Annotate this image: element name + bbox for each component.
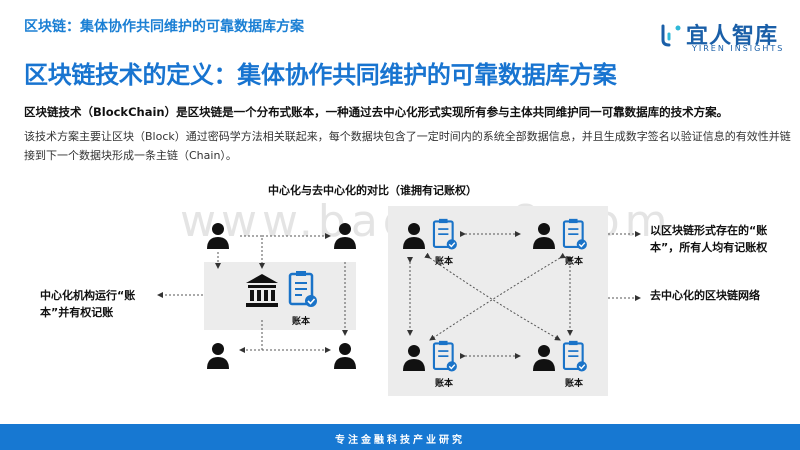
ledger-clipboard-icon bbox=[562, 218, 587, 250]
footer-bar bbox=[0, 424, 800, 450]
person-icon bbox=[334, 223, 356, 249]
footer-text: 专注金融科技产业研究 bbox=[335, 435, 465, 446]
ledger-clipboard-icon bbox=[432, 340, 457, 372]
bank-building-icon bbox=[246, 274, 278, 307]
ledger-clipboard-icon bbox=[562, 340, 587, 372]
logo-name: 宜人智库 bbox=[686, 24, 779, 49]
ledger-clipboard-icon bbox=[432, 218, 457, 250]
ledger-label: 账本 bbox=[435, 379, 454, 389]
definition-text: 区块链技术（BlockChain）是区块链是一个分布式账本，一种通过去中心化形式… bbox=[24, 105, 729, 119]
slide-subtitle: 区块链：集体协作共同维护的可靠数据库方案 bbox=[24, 19, 304, 35]
person-icon bbox=[403, 345, 425, 371]
diagram-title: 中心化与去中心化的对比（谁拥有记账权） bbox=[268, 184, 477, 197]
ledger-label: 账本 bbox=[292, 317, 311, 327]
person-icon bbox=[533, 345, 555, 371]
decentralized-network-label: 去中心化的区块链网络 bbox=[650, 289, 760, 302]
detail-text: 该技术方案主要让区块（Block）通过密码学方法相关联起来，每个数据块包含了一定… bbox=[24, 130, 791, 162]
person-icon bbox=[403, 223, 425, 249]
person-icon bbox=[334, 343, 356, 369]
person-icon bbox=[207, 223, 229, 249]
person-icon bbox=[533, 223, 555, 249]
distributed-ledger-label: 以区块链形式存在的“账本”，所有人均有记账权 bbox=[650, 224, 768, 254]
person-icon bbox=[207, 343, 229, 369]
ledger-label: 账本 bbox=[565, 257, 584, 267]
logo-tagline: YIREN INSIGHTS bbox=[692, 44, 785, 53]
ledger-label: 账本 bbox=[435, 257, 454, 267]
slide-title: 区块链技术的定义：集体协作共同维护的可靠数据库方案 bbox=[24, 61, 617, 89]
centralized-box bbox=[204, 262, 356, 330]
logo-mark-icon bbox=[661, 24, 681, 47]
ledger-clipboard-icon bbox=[288, 271, 317, 307]
ledger-label: 账本 bbox=[565, 379, 584, 389]
centralized-label: 中心化机构运行“账本”并有权记账 bbox=[40, 289, 136, 319]
